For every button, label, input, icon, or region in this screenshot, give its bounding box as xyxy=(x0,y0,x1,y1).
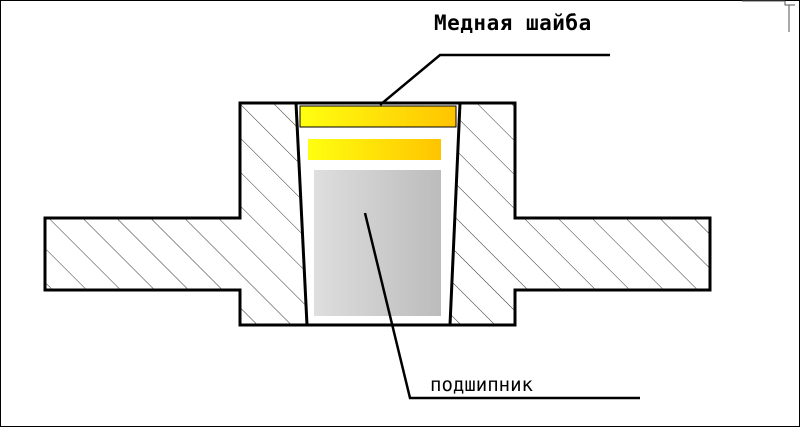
bearing-label: подшипник xyxy=(430,374,533,396)
bearing-leader-line xyxy=(363,212,640,400)
copper-washer xyxy=(299,105,457,128)
washer-leader-line xyxy=(379,53,610,106)
bearing xyxy=(314,170,441,316)
corner-mark xyxy=(742,0,795,32)
copper-washer-lower xyxy=(308,139,441,160)
washer-label: Медная шайба xyxy=(434,11,592,35)
